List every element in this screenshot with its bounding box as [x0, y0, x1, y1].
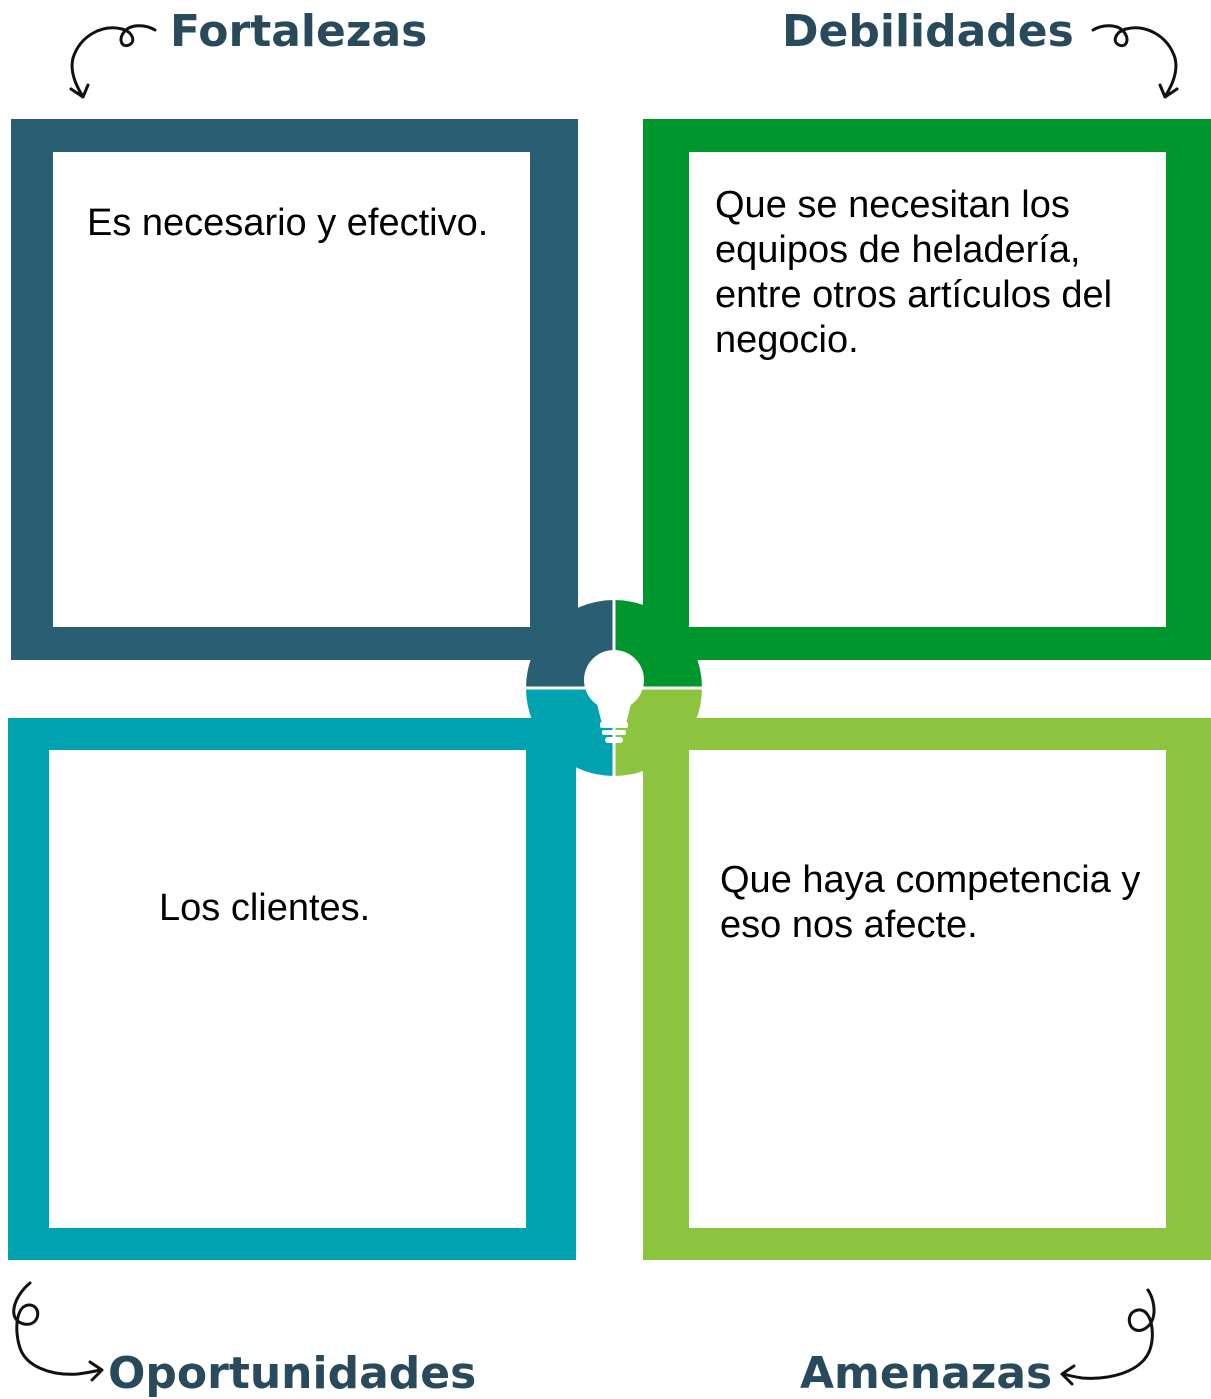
- oportunidades-text: Los clientes.: [159, 887, 371, 929]
- debilidades-title: Debilidades: [782, 6, 1074, 57]
- oportunidades-frame: [8, 718, 576, 1260]
- fortalezas-text: Es necesario y efectivo.: [87, 202, 489, 244]
- curly-arrow-icon: [69, 24, 157, 99]
- lightbulb-icon: [584, 650, 644, 743]
- amenazas-frame: [643, 718, 1211, 1260]
- oportunidades-title: Oportunidades: [108, 1348, 477, 1399]
- debilidades-text: Que se necesitan los equipos de heladerí…: [715, 184, 1113, 361]
- curly-arrow-icon: [1091, 24, 1179, 99]
- amenazas-title: Amenazas: [800, 1348, 1053, 1399]
- fortalezas-frame: [11, 119, 578, 660]
- fortalezas-title: Fortalezas: [170, 6, 428, 57]
- curly-arrow-icon: [12, 1281, 104, 1382]
- curly-arrow-icon: [1060, 1288, 1156, 1386]
- debilidades-frame: [643, 119, 1211, 660]
- amenazas-text: Que haya competencia y eso nos afecte.: [720, 859, 1141, 946]
